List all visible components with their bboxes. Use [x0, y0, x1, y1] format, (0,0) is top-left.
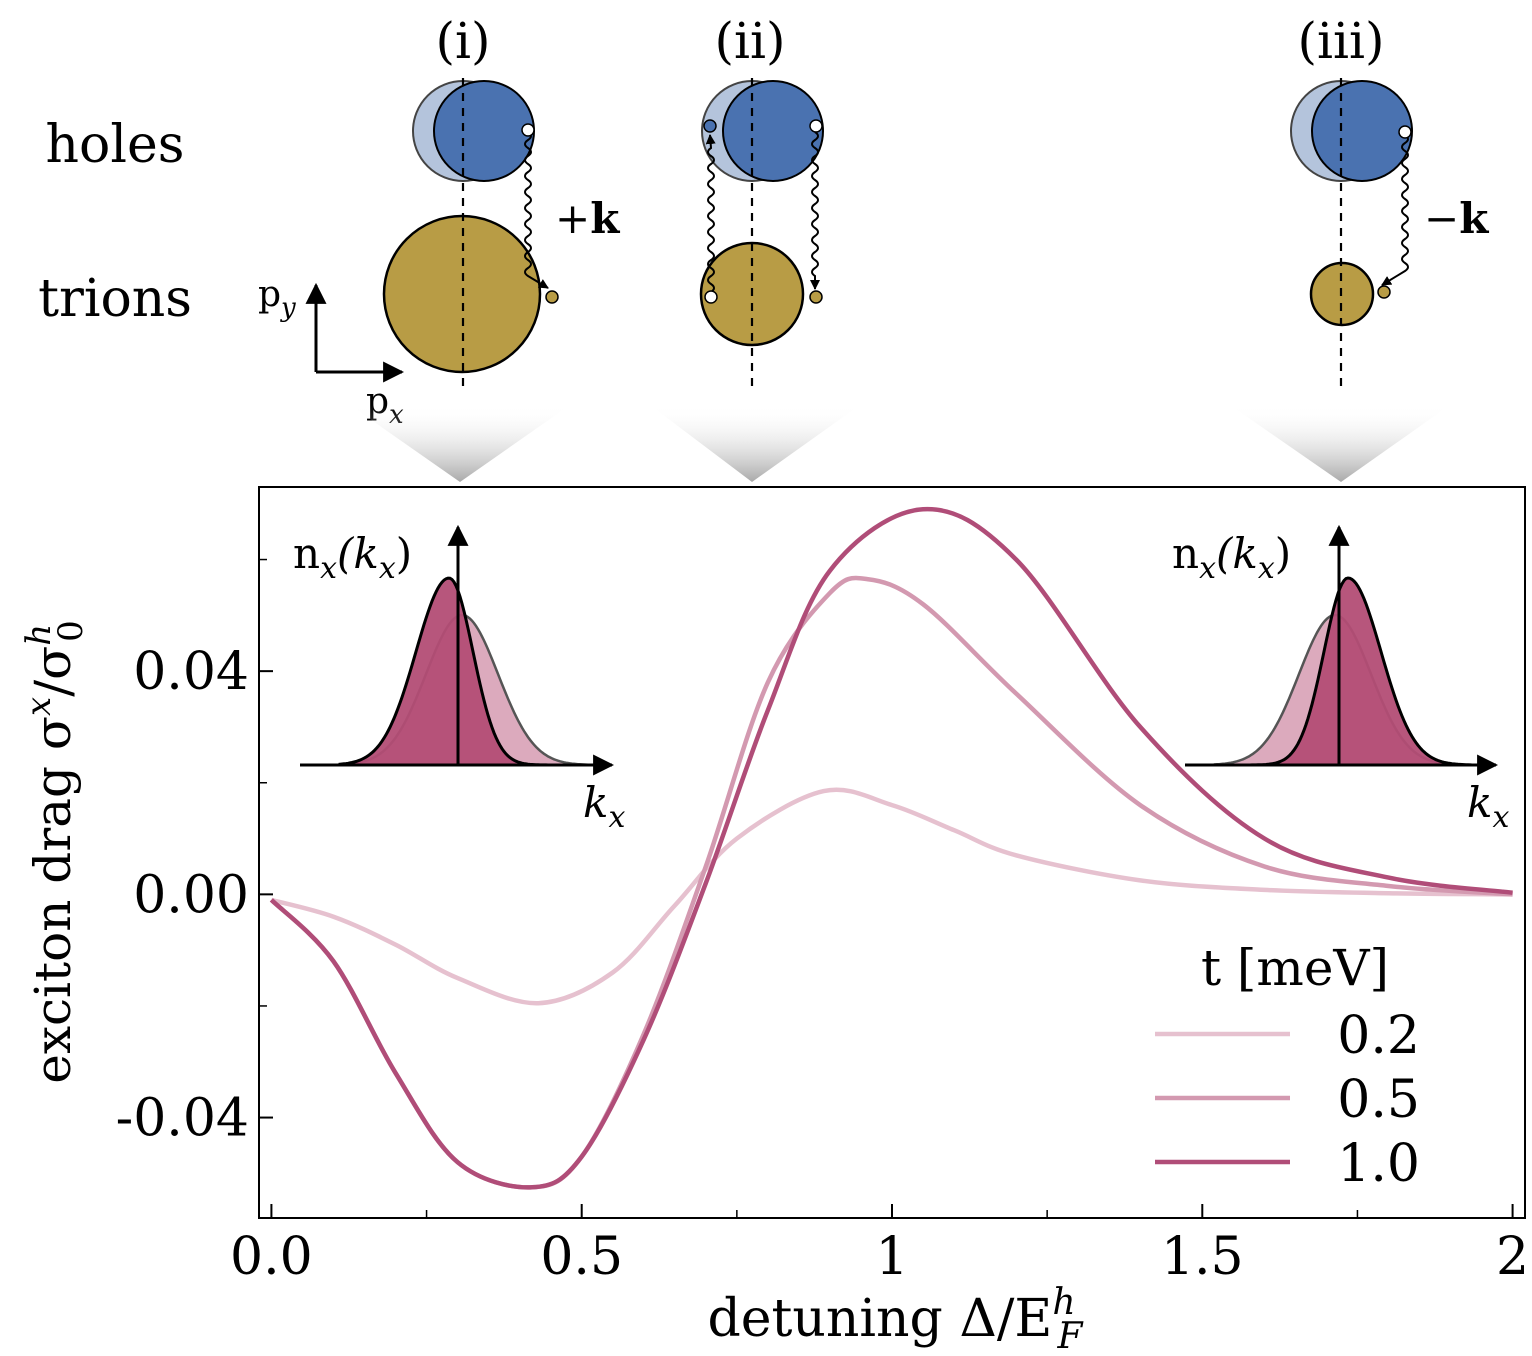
py-label: py	[258, 274, 296, 323]
hole-particle-blue	[703, 119, 717, 133]
panel-label-iii: (iii)	[1298, 12, 1385, 70]
panel-label-ii: (ii)	[715, 12, 786, 70]
x-tick-label: 1.5	[1161, 1227, 1244, 1287]
panel-label-i: (i)	[435, 12, 490, 70]
legend-label: 1.0	[1337, 1134, 1420, 1194]
funnel-ii	[650, 405, 860, 482]
hole-fermi-sea-shifted	[1311, 80, 1413, 182]
inset-left-ylabel: nx(kx)	[293, 529, 412, 586]
y-tick-label: -0.04	[116, 1089, 249, 1149]
panel-ii	[699, 78, 824, 392]
row-label-holes: holes	[46, 115, 185, 175]
row-label-trions: trions	[38, 269, 192, 329]
curves	[269, 506, 1513, 1190]
panel-iii: −k	[1290, 78, 1489, 392]
series-line-t-0-2	[270, 787, 1513, 1006]
x-tick-label: 1	[875, 1227, 908, 1287]
y-axis-label: exciton drag σx/σh0	[19, 620, 91, 1084]
inset-right-shifted-distribution	[1230, 576, 1472, 767]
trion-particle	[545, 290, 559, 304]
trion-particle	[1377, 285, 1391, 299]
inset-left: nx(kx) kx	[293, 524, 625, 835]
panel-i: +k	[382, 78, 620, 392]
x-tick-label: 2	[1496, 1227, 1529, 1287]
hole-fermi-sea-shifted	[722, 80, 824, 182]
inset-right-ylabel: nx(kx)	[1172, 529, 1291, 586]
scattering-wavy-arrow	[524, 131, 549, 289]
inset-right: nx(kx) kx	[1172, 524, 1509, 835]
series-line-t-1-0	[269, 506, 1513, 1190]
legend: t [meV] 0.20.51.0	[1155, 939, 1420, 1194]
legend-label: 0.5	[1337, 1070, 1420, 1130]
x-tick-label: 0.0	[230, 1227, 313, 1287]
momentum-transfer-label-minus-k: −k	[1424, 194, 1489, 243]
scattering-wavy-arrow-down	[810, 131, 820, 290]
drag-plot: 0.0 0.5 1 1.5 2 -0.04 0.00 0.04 exciton drag σ…	[19, 486, 1529, 1356]
x-ticks: 0.0 0.5 1 1.5 2	[230, 1204, 1529, 1287]
hole-particle	[521, 123, 535, 137]
trion-particle	[809, 290, 823, 304]
legend-label: 0.2	[1337, 1006, 1420, 1066]
scattering-wavy-arrow-up	[705, 134, 716, 293]
x-tick-label: 0.5	[540, 1227, 623, 1287]
legend-title: t [meV]	[1201, 939, 1389, 997]
funnel-i	[350, 405, 570, 482]
funnel-iii	[1230, 405, 1450, 482]
y-tick-label: 0.00	[133, 865, 249, 925]
scattering-wavy-arrow	[1381, 134, 1409, 286]
inset-left-xlabel: kx	[583, 778, 625, 835]
hole-particle	[809, 119, 823, 133]
momentum-schematic: holes trions (i) (ii) (iii) py px +k	[38, 12, 1489, 482]
hole-particle	[1398, 125, 1412, 139]
y-ticks: -0.04 0.00 0.04	[116, 558, 273, 1149]
momentum-transfer-label-plus-k: +k	[555, 194, 620, 243]
hole-fermi-sea-shifted	[433, 80, 535, 182]
inset-right-xlabel: kx	[1467, 778, 1509, 835]
trion-hole	[704, 290, 718, 304]
y-tick-label: 0.04	[133, 642, 249, 702]
